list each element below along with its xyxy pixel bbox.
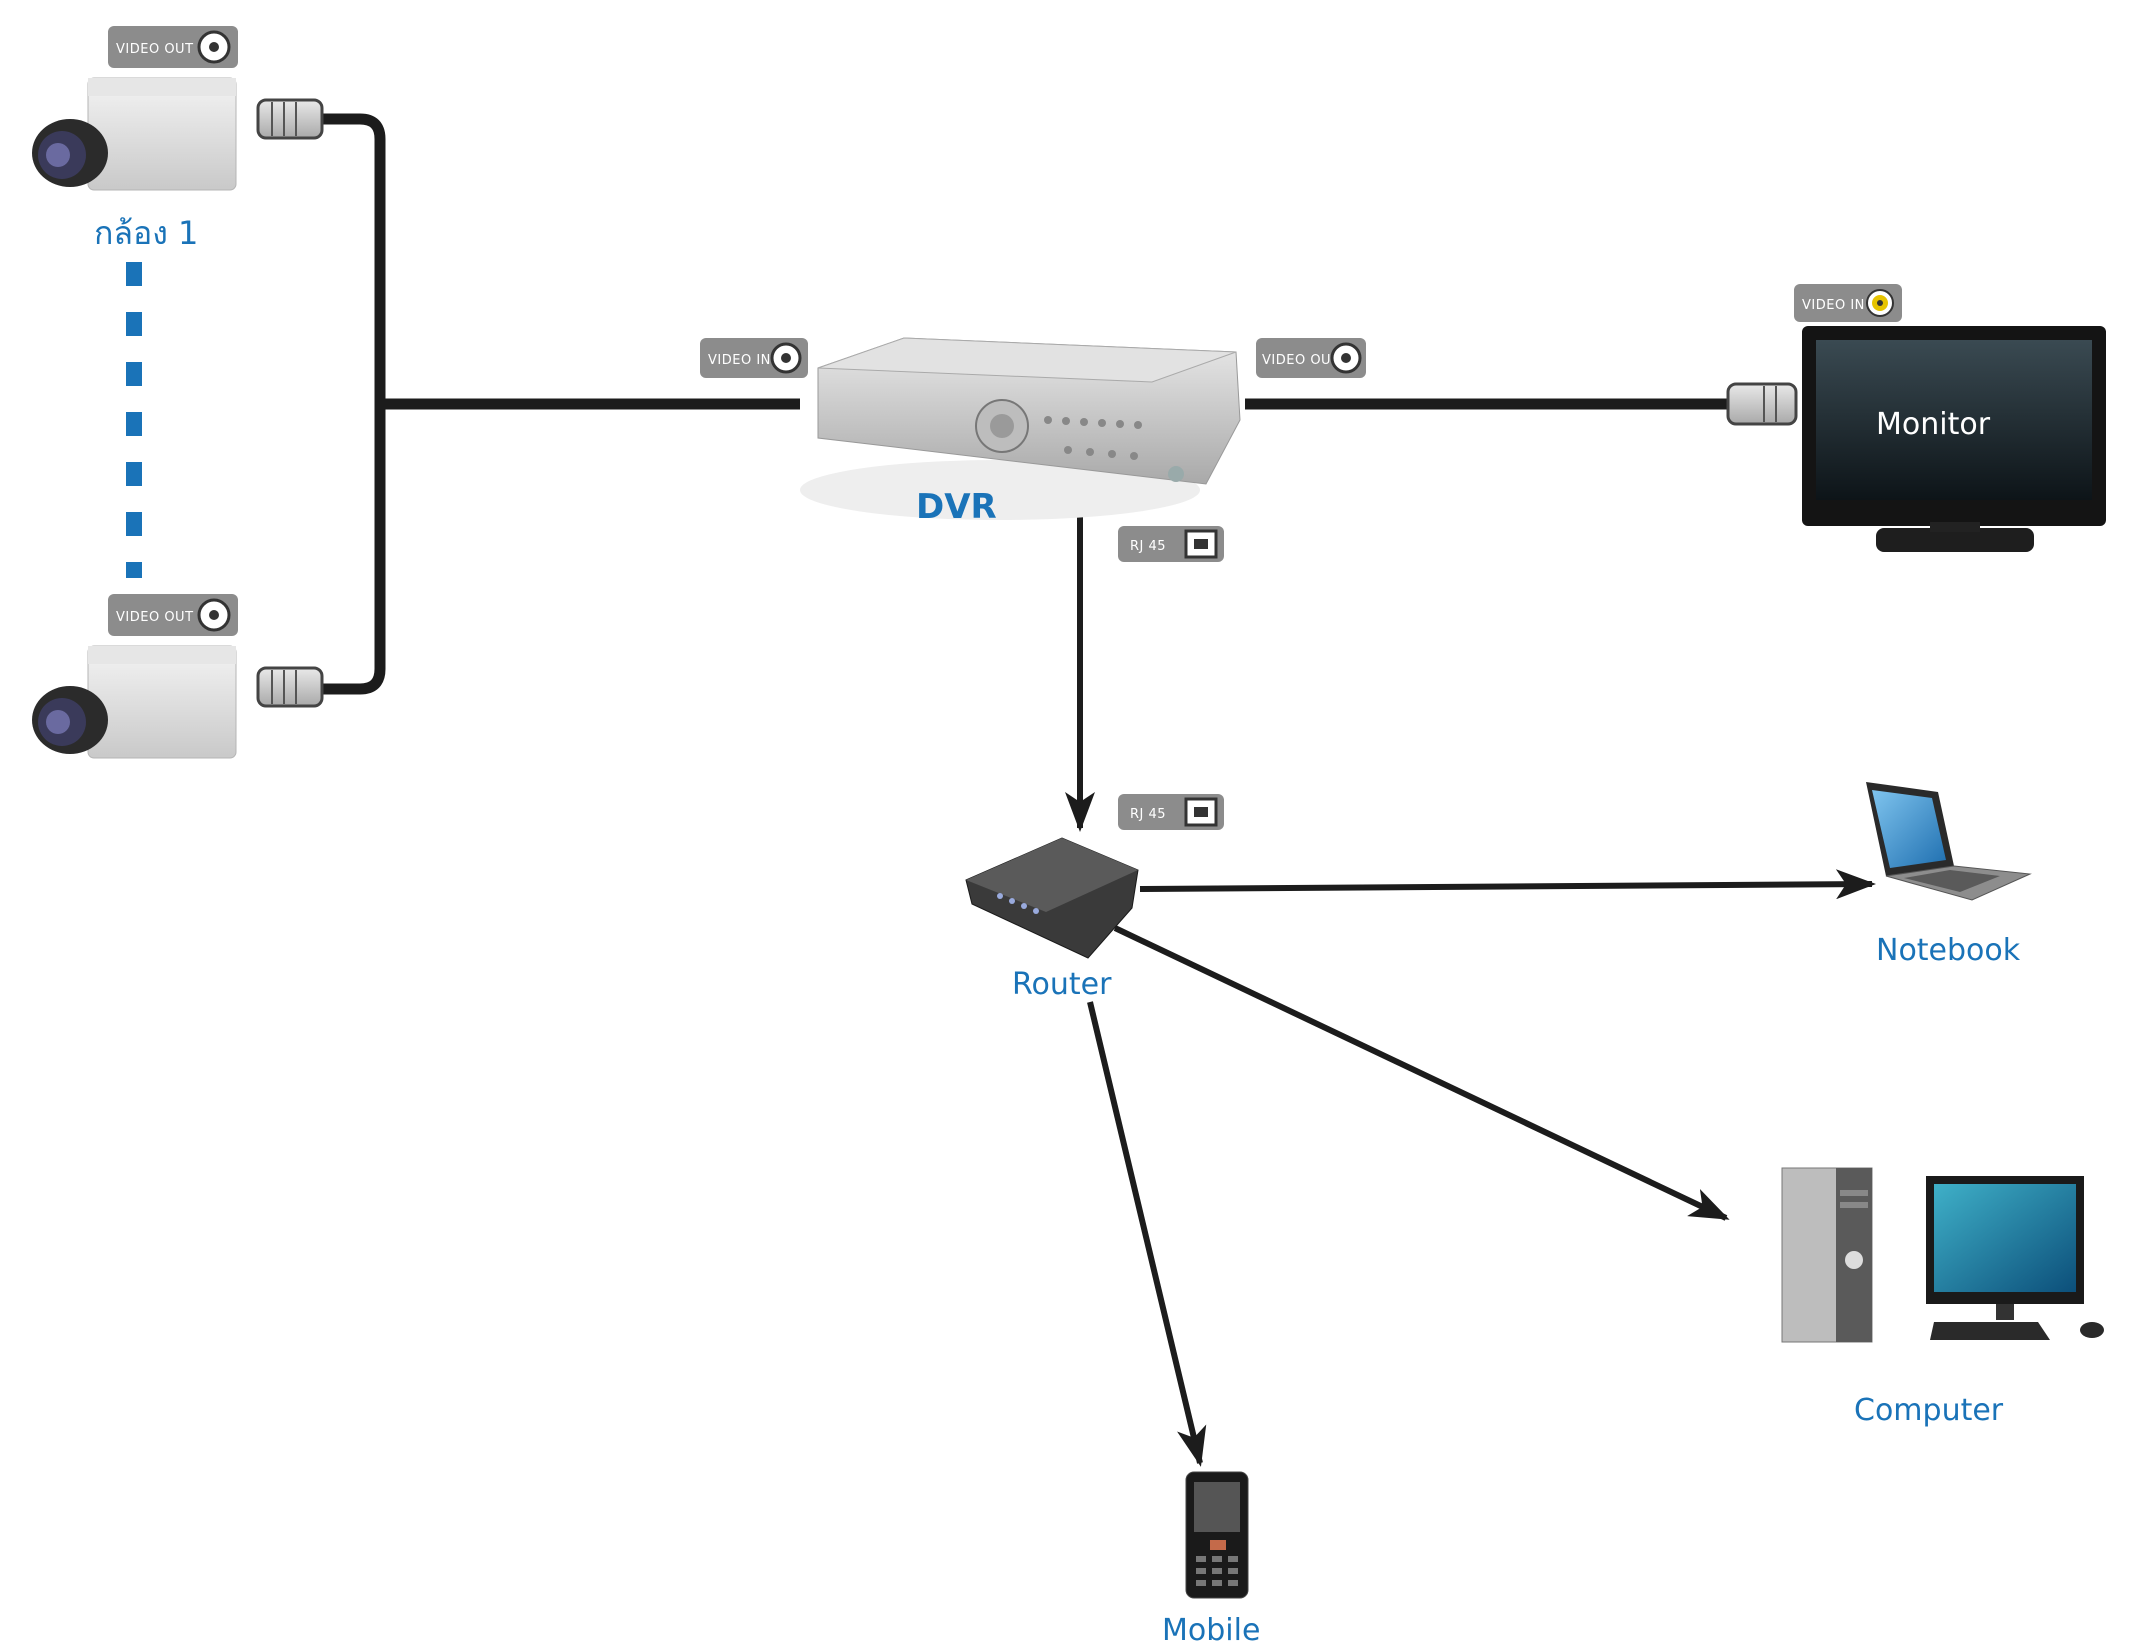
- notebook-device: [1866, 782, 2032, 901]
- badge-video-in-dvr: VIDEO IN: [700, 338, 808, 378]
- router-device: [965, 837, 1139, 959]
- monitor-label: Monitor: [1876, 407, 1991, 442]
- badge-label: VIDEO IN: [1802, 298, 1865, 313]
- router-to-computer-arrow: [1113, 925, 1730, 1221]
- computer-device: [1781, 1167, 2104, 1343]
- camera-n: [32, 645, 324, 759]
- badge-label: VIDEO OUT: [116, 42, 194, 57]
- router-led-icons: [997, 893, 1039, 914]
- pc-tower-icon: [1781, 1167, 1873, 1343]
- dvr-jog-dial-icon: [975, 399, 1029, 453]
- badge-rj45-dvr: RJ 45: [1118, 526, 1224, 562]
- badge-label: VIDEO IN: [708, 353, 771, 368]
- badge-label: VIDEO OUT: [116, 610, 194, 625]
- camera-1: [32, 77, 324, 191]
- bnc-port-icon: [770, 342, 802, 374]
- bnc-port-icon: [197, 30, 231, 64]
- camera-1-label: กล้อง 1: [94, 214, 198, 252]
- badge-rj45-router: RJ 45: [1118, 794, 1224, 830]
- badge-label: RJ 45: [1130, 539, 1166, 554]
- dvr-label: DVR: [916, 487, 997, 527]
- bnc-connector-icon: [256, 666, 324, 708]
- router-label: Router: [1012, 967, 1112, 1002]
- bnc-connector-icon: [256, 98, 324, 140]
- keyboard-icon: [1930, 1322, 2050, 1340]
- bnc-port-icon: [1330, 342, 1362, 374]
- rca-port-icon: [1866, 289, 1894, 317]
- bnc-connector-icon: [1726, 382, 1798, 426]
- router-to-notebook-arrow: [1139, 869, 1876, 900]
- bnc-port-icon: [197, 598, 231, 632]
- dvr-device: [800, 337, 1241, 520]
- keypad-icon: [1196, 1556, 1238, 1586]
- mobile-label: Mobile: [1162, 1613, 1260, 1642]
- router-to-mobile-arrow: [1087, 1001, 1207, 1467]
- badge-label: VIDEO OUT: [1262, 353, 1340, 368]
- mobile-device: [1185, 1471, 1249, 1599]
- badge-video-out-camn: VIDEO OUT: [108, 594, 238, 636]
- rj45-port-icon: [1184, 529, 1218, 559]
- badge-video-out-dvr: VIDEO OUT: [1256, 338, 1366, 378]
- camera-lens-icon: [32, 119, 108, 187]
- notebook-label: Notebook: [1876, 933, 2021, 968]
- rj45-port-icon: [1184, 797, 1218, 827]
- badge-video-out-cam1: VIDEO OUT: [108, 26, 238, 68]
- camera-lens-icon: [32, 686, 108, 754]
- camera-cable-top: [320, 113, 386, 695]
- camera-ellipsis-dashes: [126, 262, 142, 578]
- badge-label: RJ 45: [1130, 807, 1166, 822]
- monitor-device: [1726, 326, 2106, 552]
- computer-label: Computer: [1854, 1393, 2004, 1428]
- dvr-buttons: [1044, 416, 1184, 482]
- badge-video-in-monitor: VIDEO IN: [1794, 284, 1902, 322]
- pc-monitor-icon: [1926, 1176, 2084, 1320]
- mouse-icon: [2080, 1322, 2104, 1338]
